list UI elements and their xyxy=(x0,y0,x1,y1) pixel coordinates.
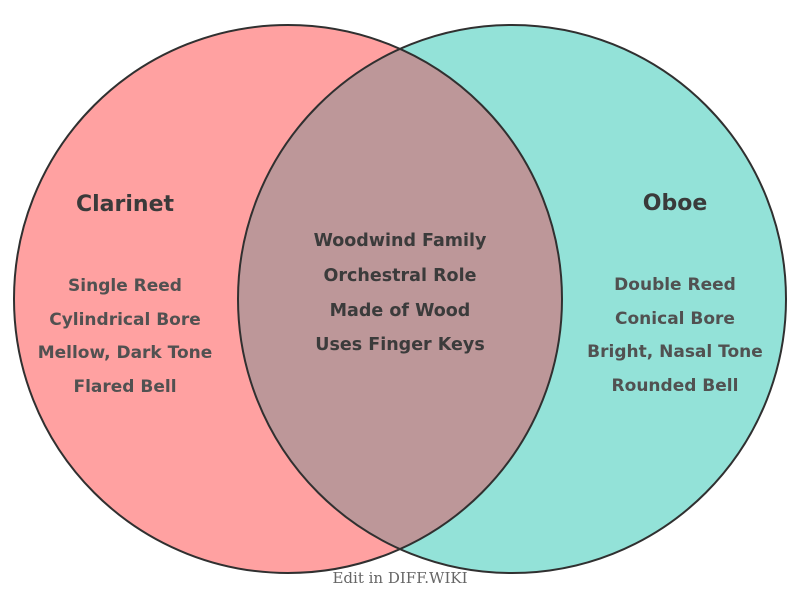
left-item: Mellow, Dark Tone xyxy=(37,343,213,363)
right-set-items: Double Reed Conical Bore Bright, Nasal T… xyxy=(550,269,800,403)
left-item: Cylindrical Bore xyxy=(49,309,201,330)
intersection-item: Orchestral Role xyxy=(323,265,477,286)
intersection-item: Woodwind Family xyxy=(313,231,487,251)
left-item: Flared Bell xyxy=(73,376,177,397)
intersection-region-fill xyxy=(238,48,562,550)
right-item: Bright, Nasal Tone xyxy=(587,342,763,362)
right-set-title: Oboe xyxy=(642,191,708,216)
left-item: Single Reed xyxy=(68,276,182,296)
footer-credit: Edit in DIFF.WIKI xyxy=(0,569,800,587)
left-circle-outline xyxy=(13,24,563,574)
edit-link[interactable]: Edit in DIFF.WIKI xyxy=(332,569,468,587)
right-item: Conical Bore xyxy=(615,308,735,329)
intersection-items: Woodwind Family Orchestral Role Made of … xyxy=(250,224,550,363)
right-item: Double Reed xyxy=(614,275,736,295)
left-set-items: Single Reed Cylindrical Bore Mellow, Dar… xyxy=(0,270,250,404)
left-set-title: Clarinet xyxy=(75,192,175,217)
right-item: Rounded Bell xyxy=(611,375,739,396)
intersection-item: Made of Wood xyxy=(329,300,471,321)
right-circle-outline xyxy=(237,24,787,574)
intersection-item: Uses Finger Keys xyxy=(315,335,485,356)
